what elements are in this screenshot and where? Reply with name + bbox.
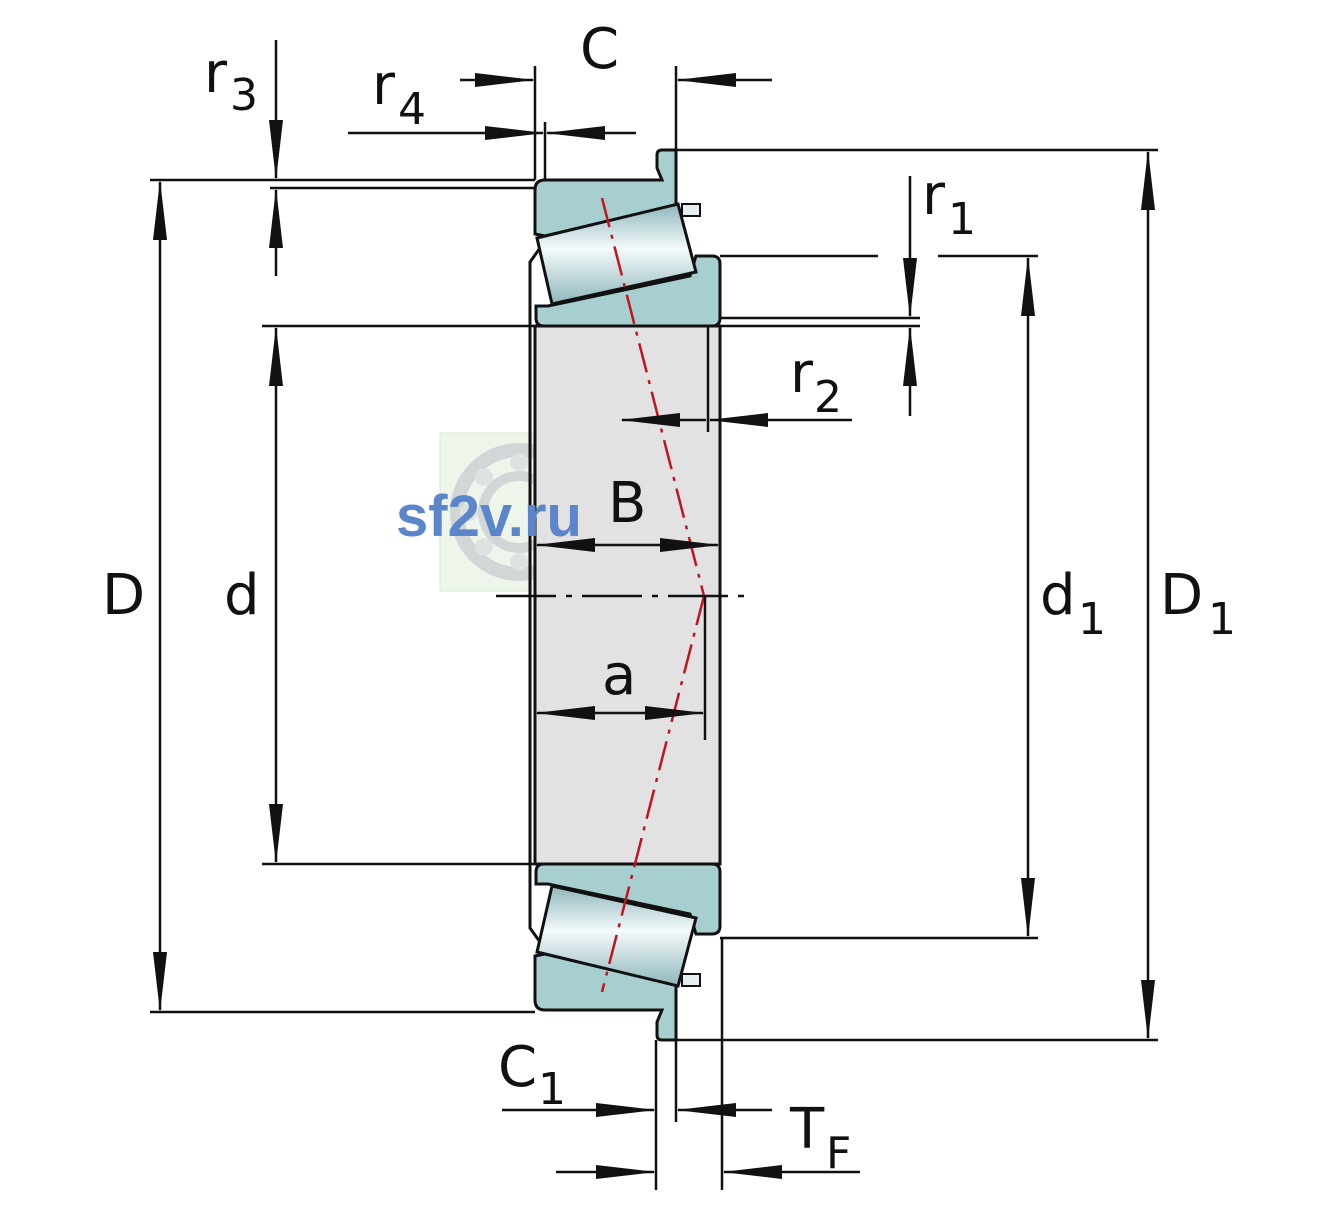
svg-text:D: D: [102, 563, 145, 628]
label-TF: T F: [789, 1097, 851, 1179]
svg-text:1: 1: [948, 194, 976, 245]
dimension-lines: [153, 40, 1155, 1179]
svg-text:3: 3: [230, 70, 258, 121]
watermark-text: sf2v.ru: [396, 484, 582, 549]
svg-text:D: D: [1160, 563, 1203, 628]
contact-angle-lines: [600, 197, 706, 993]
svg-text:d: d: [224, 563, 260, 628]
svg-text:r: r: [372, 53, 396, 118]
svg-text:r: r: [790, 341, 814, 406]
svg-text:4: 4: [398, 84, 426, 135]
inner-ring-bottom: [534, 862, 722, 936]
label-C: C: [580, 17, 619, 82]
svg-text:B: B: [608, 471, 646, 536]
svg-text:1: 1: [538, 1064, 566, 1115]
outer-ring-bottom: [533, 952, 678, 1042]
svg-text:r: r: [204, 41, 228, 106]
svg-text:r: r: [922, 163, 946, 228]
label-C1: C 1: [498, 1035, 566, 1115]
label-r1: r 1: [922, 163, 976, 245]
svg-text:C: C: [498, 1035, 537, 1100]
label-r2: r 2: [790, 341, 842, 423]
svg-text:T: T: [789, 1097, 825, 1162]
svg-text:a: a: [602, 643, 636, 708]
label-B: B: [608, 471, 646, 536]
svg-text:F: F: [826, 1128, 851, 1179]
svg-text:C: C: [580, 17, 619, 82]
label-d1: d 1: [1040, 563, 1106, 645]
label-D: D: [102, 563, 145, 628]
label-r3: r 3: [204, 41, 258, 121]
label-d: d: [224, 563, 260, 628]
inner-ring-top: [534, 254, 722, 328]
svg-text:1: 1: [1208, 594, 1236, 645]
svg-text:d: d: [1040, 563, 1076, 628]
label-r4: r 4: [372, 53, 426, 135]
svg-text:2: 2: [814, 372, 842, 423]
label-a: a: [602, 643, 636, 708]
label-D1: D 1: [1160, 563, 1236, 645]
svg-text:1: 1: [1078, 594, 1106, 645]
